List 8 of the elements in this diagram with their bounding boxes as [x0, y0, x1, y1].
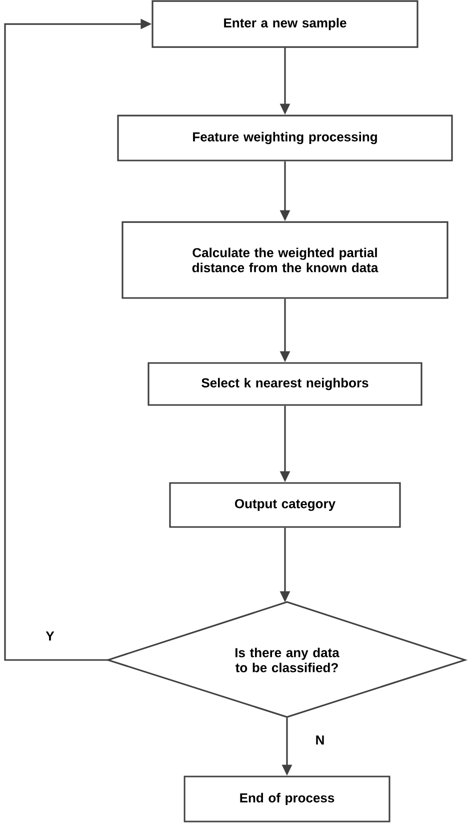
process-box: Feature weighting processing	[117, 114, 453, 162]
process-box: Select k nearest neighbors	[148, 362, 422, 406]
process-box: Calculate the weighted partial distance from the known data	[122, 221, 448, 299]
process-box: Enter a new sample	[152, 0, 418, 48]
edge-label: Y	[44, 630, 56, 642]
edge-label: N	[314, 734, 326, 746]
process-box: Output category	[169, 482, 401, 528]
process-box: End of process	[184, 776, 390, 822]
